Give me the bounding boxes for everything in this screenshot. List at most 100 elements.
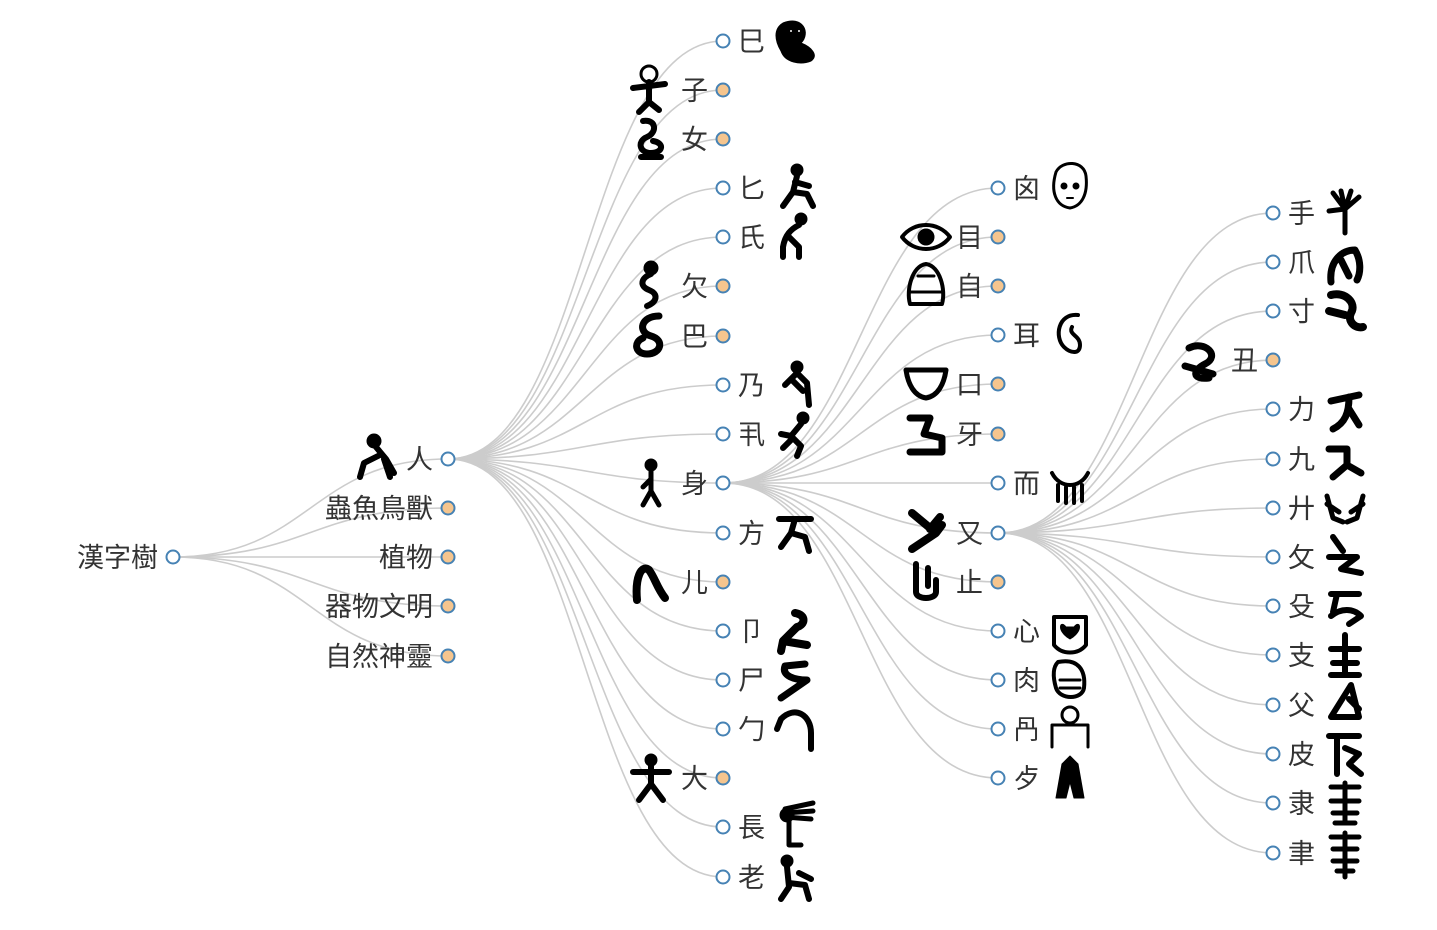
- tree-node-kou[interactable]: 口: [903, 367, 1006, 401]
- expanded-node-toggle[interactable]: [715, 672, 731, 688]
- collapsed-node-toggle[interactable]: [715, 278, 731, 294]
- collapsed-node-toggle[interactable]: [990, 278, 1006, 294]
- node-label[interactable]: 欠: [681, 272, 708, 303]
- tree-node-rou[interactable]: 肉: [990, 659, 1087, 699]
- node-label[interactable]: 勹: [738, 715, 765, 746]
- node-label[interactable]: 丑: [1231, 346, 1258, 377]
- tree-node-nai[interactable]: 乃: [715, 360, 812, 408]
- expanded-node-toggle[interactable]: [715, 33, 731, 49]
- tree-node-pu[interactable]: 攵: [1265, 534, 1364, 576]
- node-label[interactable]: 自: [956, 272, 983, 303]
- expanded-node-toggle[interactable]: [1265, 401, 1281, 417]
- expanded-node-toggle[interactable]: [1265, 697, 1281, 713]
- tree-node-root[interactable]: 漢字樹: [77, 543, 181, 574]
- tree-node-jie[interactable]: 卩: [715, 609, 811, 655]
- collapsed-node-toggle[interactable]: [715, 328, 731, 344]
- tree-node-fu[interactable]: 父: [1265, 682, 1362, 722]
- tree-node-nv[interactable]: 女: [637, 117, 731, 160]
- expanded-node-toggle[interactable]: [1265, 500, 1281, 516]
- expanded-node-toggle[interactable]: [715, 721, 731, 737]
- expanded-node-toggle[interactable]: [715, 819, 731, 835]
- tree-node-da[interactable]: 大: [630, 753, 731, 803]
- expanded-node-toggle[interactable]: [715, 623, 731, 639]
- tree-node-shou[interactable]: 手: [1265, 188, 1362, 236]
- expanded-node-toggle[interactable]: [715, 426, 731, 442]
- tree-node-dai2[interactable]: 歺: [990, 755, 1085, 799]
- node-label[interactable]: 植物: [379, 543, 433, 574]
- tree-node-er[interactable]: 耳: [990, 312, 1082, 354]
- node-label[interactable]: 力: [1288, 395, 1315, 426]
- tree-node-xin[interactable]: 心: [990, 615, 1088, 655]
- expanded-node-toggle[interactable]: [990, 721, 1006, 737]
- expanded-node-toggle[interactable]: [715, 869, 731, 885]
- tree-node-mu[interactable]: 目: [900, 223, 1006, 254]
- tree-node-bi[interactable]: 匕: [715, 163, 816, 209]
- node-label[interactable]: 乃: [738, 371, 765, 402]
- node-label[interactable]: 心: [1013, 617, 1040, 648]
- collapsed-node-toggle[interactable]: [440, 500, 456, 516]
- node-label[interactable]: 丮: [738, 420, 765, 451]
- tree-node-qiwu[interactable]: 器物文明: [325, 592, 456, 623]
- node-label[interactable]: 漢字樹: [77, 543, 158, 574]
- tree-node-jiu[interactable]: 九: [1265, 445, 1365, 481]
- collapsed-node-toggle[interactable]: [440, 598, 456, 614]
- expanded-node-toggle[interactable]: [990, 525, 1006, 541]
- tree-node-chou[interactable]: 丑: [1181, 342, 1281, 382]
- expanded-node-toggle[interactable]: [990, 770, 1006, 786]
- expanded-node-toggle[interactable]: [715, 475, 731, 491]
- expanded-node-toggle[interactable]: [165, 549, 181, 565]
- tree-node-chang[interactable]: 長: [715, 800, 816, 848]
- collapsed-node-toggle[interactable]: [990, 376, 1006, 392]
- tree-node-zhi2[interactable]: 止: [913, 561, 1006, 601]
- expanded-node-toggle[interactable]: [1265, 205, 1281, 221]
- tree-node-cun[interactable]: 寸: [1265, 290, 1367, 332]
- collapsed-node-toggle[interactable]: [440, 549, 456, 565]
- node-label[interactable]: 卩: [738, 617, 765, 648]
- node-label[interactable]: 儿: [681, 568, 708, 599]
- node-label[interactable]: 父: [1288, 691, 1315, 722]
- tree-node-nie[interactable]: 聿: [1265, 830, 1362, 880]
- expanded-node-toggle[interactable]: [1265, 451, 1281, 467]
- expanded-node-toggle[interactable]: [440, 451, 456, 467]
- node-label[interactable]: 蟲魚鳥獸: [325, 494, 433, 525]
- tree-node-ba[interactable]: 巴: [633, 312, 731, 358]
- node-label[interactable]: 手: [1288, 199, 1315, 230]
- node-label[interactable]: 耳: [1013, 321, 1040, 352]
- collapsed-node-toggle[interactable]: [440, 648, 456, 664]
- tree-node-er2[interactable]: 而: [990, 469, 1090, 505]
- node-label[interactable]: 支: [1288, 641, 1315, 672]
- tree-node-shu[interactable]: 殳: [1265, 591, 1364, 627]
- tree-node-pi[interactable]: 皮: [1265, 733, 1364, 777]
- tree-node-qian[interactable]: 欠: [639, 260, 731, 309]
- collapsed-node-toggle[interactable]: [1265, 352, 1281, 368]
- tree-node-zi[interactable]: 子: [630, 64, 731, 115]
- tree-node-chong[interactable]: 蟲魚鳥獸: [325, 494, 456, 525]
- expanded-node-toggle[interactable]: [1265, 795, 1281, 811]
- node-label[interactable]: 大: [681, 764, 708, 795]
- node-label[interactable]: 方: [738, 519, 765, 550]
- node-label[interactable]: 爪: [1288, 248, 1315, 279]
- expanded-node-toggle[interactable]: [990, 475, 1006, 491]
- collapsed-node-toggle[interactable]: [990, 229, 1006, 245]
- expanded-node-toggle[interactable]: [1265, 845, 1281, 861]
- node-label[interactable]: 巴: [681, 322, 708, 353]
- tree-node-gua[interactable]: 冎: [990, 705, 1090, 749]
- node-label[interactable]: 尸: [738, 666, 765, 697]
- node-label[interactable]: 女: [681, 125, 708, 156]
- tree-node-zi2[interactable]: 自: [906, 262, 1006, 306]
- node-label[interactable]: 氏: [738, 223, 765, 254]
- tree-node-zhua[interactable]: 爪: [1265, 246, 1364, 286]
- node-label[interactable]: 冎: [1013, 715, 1040, 746]
- node-label[interactable]: 牙: [956, 420, 983, 451]
- node-label[interactable]: 廾: [1288, 494, 1315, 525]
- tree-node-ren2[interactable]: 儿: [632, 564, 731, 604]
- expanded-node-toggle[interactable]: [1265, 549, 1281, 565]
- tree-node-dai[interactable]: 隶: [1265, 780, 1362, 826]
- tree-node-ji[interactable]: 丮: [715, 411, 810, 459]
- expanded-node-toggle[interactable]: [990, 327, 1006, 343]
- tree-node-shi2[interactable]: 尸: [715, 660, 811, 702]
- expanded-node-toggle[interactable]: [1265, 598, 1281, 614]
- node-label[interactable]: 器物文明: [325, 592, 433, 623]
- node-label[interactable]: 聿: [1288, 839, 1315, 870]
- tree-node-ya[interactable]: 牙: [906, 414, 1006, 456]
